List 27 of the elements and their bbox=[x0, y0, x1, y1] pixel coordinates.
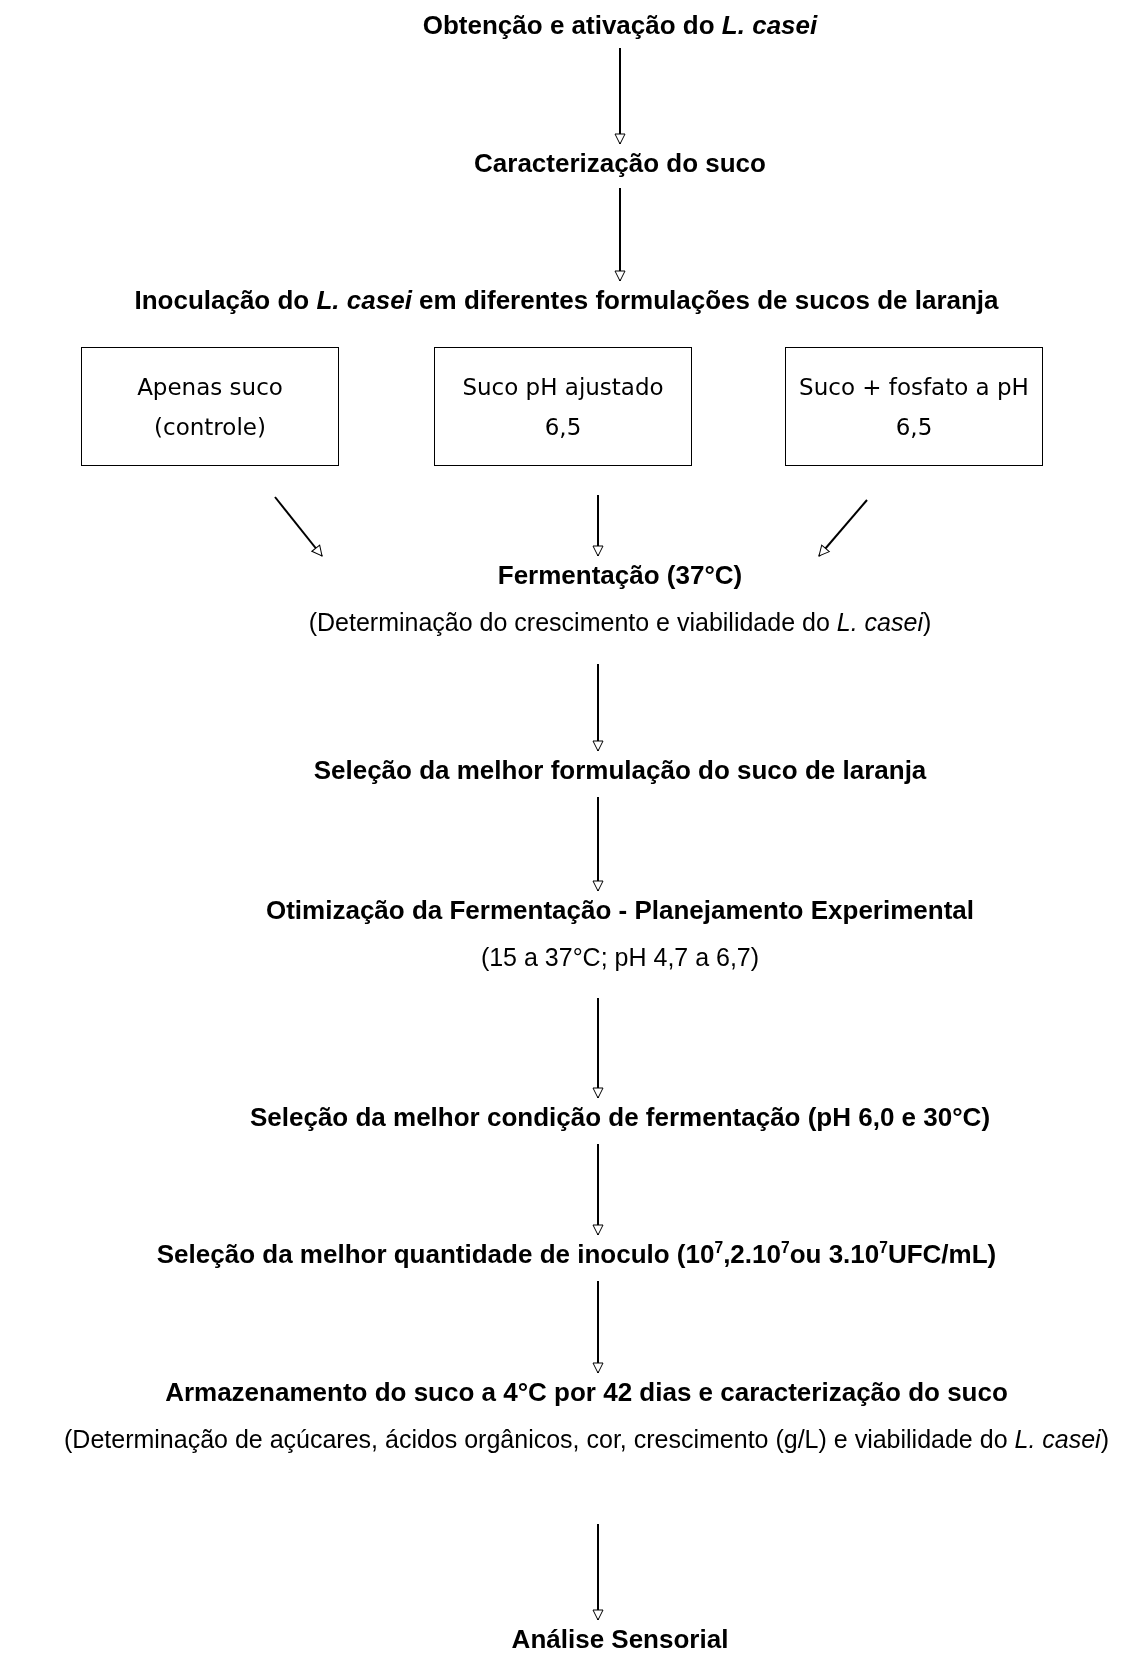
arrow bbox=[592, 663, 604, 752]
step-title: Obtenção e ativação do L. casei bbox=[421, 9, 819, 42]
step-title: Otimização da Fermentação - Planejamento Experimental bbox=[265, 894, 975, 927]
step-title: Fermentação (37°C) bbox=[496, 559, 744, 592]
step-note: (Determinação do crescimento e viabilidade do L. casei) bbox=[307, 607, 933, 638]
step-title: Inoculação do L. casei em diferentes formulações de sucos de laranja bbox=[133, 284, 1000, 317]
arrow bbox=[614, 187, 626, 282]
step-note: (Determinação de açúcares, ácidos orgânicos, cor, crescimento (g/L) e viabilidade do L. casei) bbox=[63, 1424, 1110, 1455]
step-title: Caracterização do suco bbox=[473, 147, 767, 180]
arrow bbox=[592, 1523, 604, 1621]
arrow bbox=[614, 47, 626, 145]
process-box: Apenas suco (controle) bbox=[81, 347, 339, 466]
process-box: Suco + fosfato a pH 6,5 bbox=[785, 347, 1043, 466]
arrow bbox=[274, 496, 323, 557]
arrow bbox=[592, 1280, 604, 1374]
step-title: Seleção da melhor condição de fermentação (pH 6,0 e 30°C) bbox=[248, 1101, 992, 1134]
arrow bbox=[818, 499, 868, 557]
step-note: (15 a 37°C; pH 4,7 a 6,7) bbox=[479, 942, 761, 973]
arrow bbox=[592, 494, 604, 557]
step-title: Seleção da melhor formulação do suco de laranja bbox=[312, 754, 928, 787]
step-title: Armazenamento do suco a 4°C por 42 dias e caracterização do suco bbox=[164, 1376, 1009, 1409]
arrow bbox=[592, 1143, 604, 1236]
process-box: Suco pH ajustado 6,5 bbox=[434, 347, 692, 466]
arrow bbox=[592, 997, 604, 1099]
step-title: Seleção da melhor quantidade de inoculo (10$^{7}$,2.10$^{7}$ou 3.10$^{7}$UFC/mL) bbox=[155, 1238, 998, 1271]
arrow bbox=[592, 796, 604, 892]
step-title: Análise Sensorial bbox=[510, 1623, 730, 1656]
